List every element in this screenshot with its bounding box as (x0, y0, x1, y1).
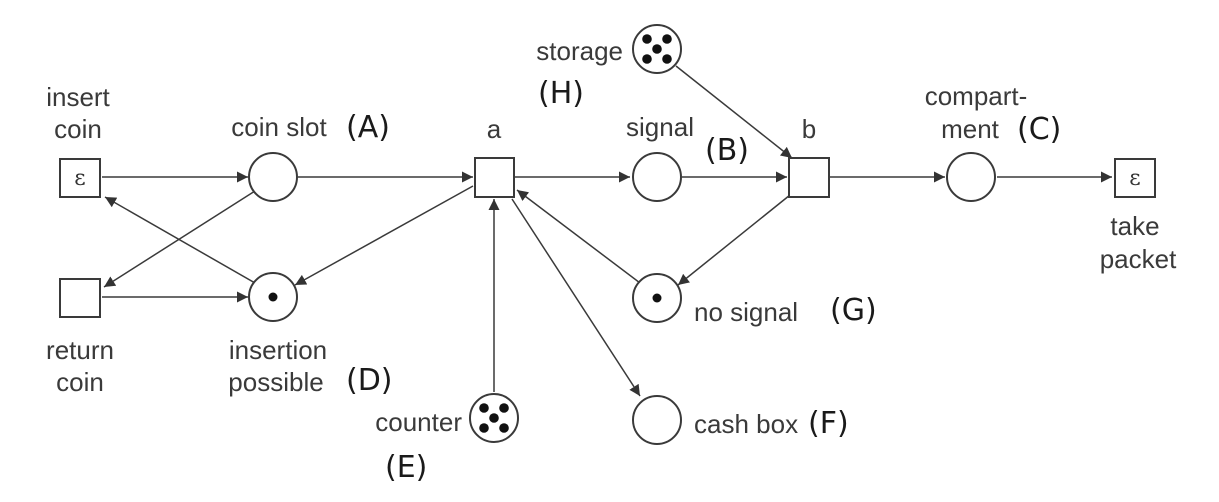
insertion-possible-label-line1: insertion (229, 335, 327, 365)
token (662, 34, 672, 44)
signal-letter: (B) (705, 133, 749, 168)
arcs (102, 65, 1112, 397)
transition-a-label: a (487, 114, 502, 144)
compartment-letter: (C) (1017, 112, 1061, 147)
token (499, 403, 509, 413)
no-signal-letter: (G) (830, 293, 877, 328)
token (268, 292, 278, 302)
place-no-signal[interactable]: no signal (G) (632, 273, 877, 328)
coin-slot-label: coin slot (231, 112, 327, 142)
return-coin-label-line2: coin (56, 367, 104, 397)
arc-b-to-no-signal (677, 194, 791, 286)
counter-label: counter (375, 407, 462, 437)
arc-a-to-insertion-possible (294, 185, 474, 286)
token (662, 54, 672, 64)
token (642, 34, 652, 44)
token (479, 423, 489, 433)
compartment-label-line2: ment (941, 114, 1000, 144)
take-packet-label-line2: packet (1100, 244, 1177, 274)
arc-storage-to-b (675, 65, 793, 159)
place-coin-slot[interactable]: coin slot (A) (231, 110, 390, 202)
signal-label: signal (626, 112, 694, 142)
token (499, 423, 509, 433)
token (652, 44, 662, 54)
epsilon-symbol: ε (74, 166, 85, 191)
place-cash-box[interactable]: cash box (F) (632, 395, 849, 445)
place-counter[interactable]: counter (E) (375, 393, 519, 485)
compartment-label-line1: compart- (925, 81, 1028, 111)
transition-return-coin[interactable]: return coin (46, 278, 114, 397)
take-packet-label-line1: take (1110, 211, 1159, 241)
place-signal[interactable]: signal (B) (626, 112, 749, 202)
token (479, 403, 489, 413)
place-storage[interactable]: storage (H) (536, 24, 682, 111)
insert-coin-label-line1: insert (46, 82, 110, 112)
transition-a[interactable]: a (474, 114, 515, 198)
no-signal-label: no signal (694, 297, 798, 327)
insertion-possible-letter: (D) (346, 363, 393, 398)
epsilon-symbol: ε (1129, 166, 1140, 191)
arc-no-signal-to-a (516, 189, 641, 284)
place-compartment[interactable]: compart- ment (C) (925, 81, 1062, 202)
counter-letter: (E) (385, 450, 427, 485)
arc-insertion-possible-to-insert-coin (104, 196, 256, 284)
token (489, 413, 499, 423)
coin-slot-letter: (A) (346, 110, 390, 145)
transition-b-label: b (802, 114, 816, 144)
transition-take-packet[interactable]: ε take packet (1100, 158, 1177, 274)
insertion-possible-label-line2: possible (228, 367, 323, 397)
token (652, 293, 662, 303)
cash-box-label: cash box (694, 409, 798, 439)
transition-b[interactable]: b (788, 114, 830, 198)
insert-coin-label-line2: coin (54, 114, 102, 144)
place-insertion-possible[interactable]: insertion possible (D) (228, 272, 393, 398)
transition-insert-coin[interactable]: ε insert coin (46, 82, 111, 198)
return-coin-label-line1: return (46, 335, 114, 365)
storage-letter: (H) (538, 76, 584, 111)
cash-box-letter: (F) (808, 406, 849, 441)
token (642, 54, 652, 64)
storage-label: storage (536, 36, 623, 66)
arc-a-to-cash-box (511, 198, 641, 397)
